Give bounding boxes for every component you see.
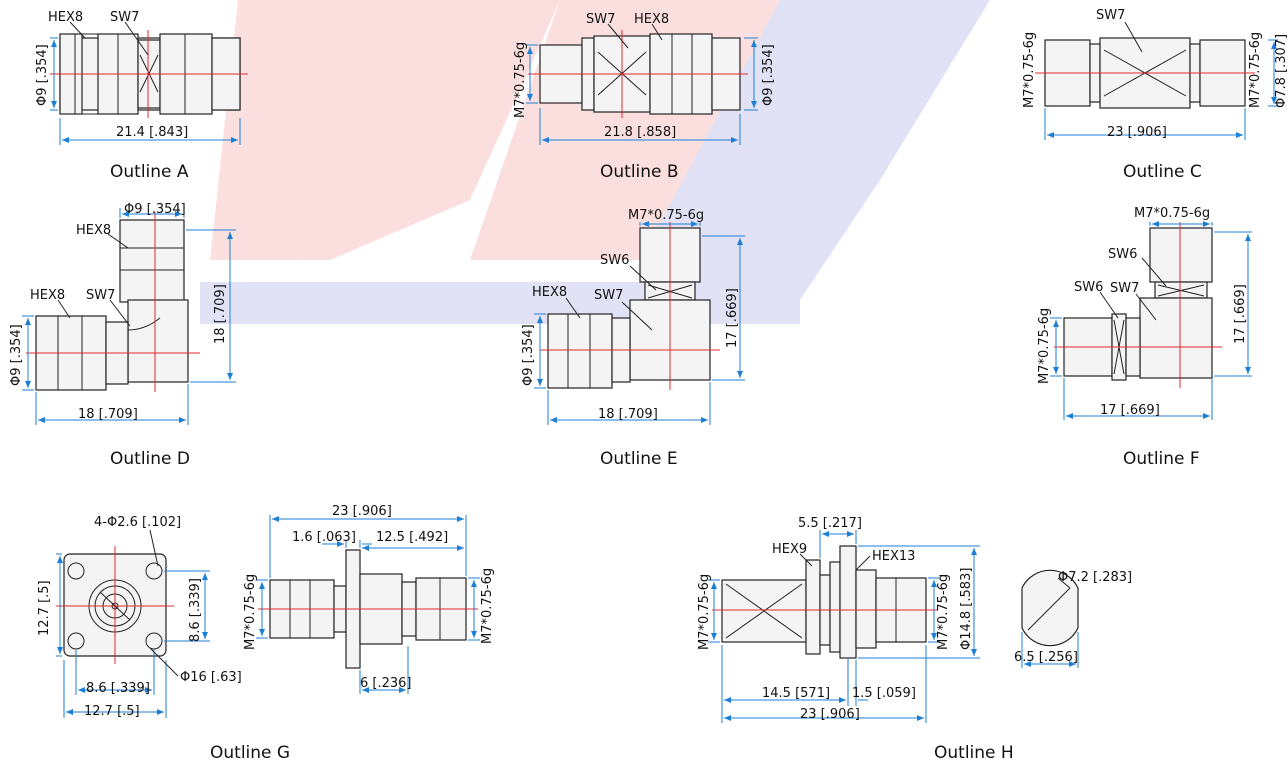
- outline-b-hex-label: HEX8: [634, 12, 669, 27]
- outline-h-flat-label: 6.5 [.256]: [1014, 650, 1078, 665]
- outline-h-dia-label: Φ14.8 [.583]: [959, 568, 974, 650]
- outline-h-end-view: [1021, 569, 1079, 668]
- outline-e-caption: Outline E: [600, 449, 678, 469]
- outline-h-panel-label: 5.5 [.217]: [798, 516, 862, 531]
- outline-c-caption: Outline C: [1123, 162, 1202, 182]
- outline-c-length-label: 23 [.906]: [1107, 125, 1167, 140]
- outline-g-rear-label: 12.5 [.492]: [376, 530, 448, 545]
- outline-b-dia-label: Φ9 [.354]: [761, 44, 776, 106]
- outline-c-thread-right-label: M7*0.75-6g: [1248, 32, 1263, 108]
- outline-g-flange-h-label: 12.7 [.5]: [37, 580, 52, 636]
- outline-e-sw-top-label: SW6: [600, 253, 629, 268]
- outline-d-caption: Outline D: [110, 449, 190, 469]
- outline-c-drawing: [1035, 21, 1278, 140]
- outline-e-height-label: 17 [.669]: [725, 288, 740, 348]
- outline-f-sw-top-label: SW6: [1108, 247, 1137, 262]
- outline-e-width-label: 18 [.709]: [598, 407, 658, 422]
- outline-g-holes-label: 4-Φ2.6 [.102]: [94, 515, 181, 530]
- outline-c-dia-label: Φ7.8 [.307]: [1274, 34, 1288, 108]
- outline-g-thread-left-label: M7*0.75-6g: [243, 574, 258, 650]
- outline-h-hex13-label: HEX13: [872, 549, 915, 564]
- outline-h-thread-right-label: M7*0.75-6g: [936, 574, 951, 650]
- outline-g-dia-label: Φ16 [.63]: [180, 670, 242, 685]
- outline-f-height-label: 17 [.669]: [1233, 284, 1248, 344]
- outline-g-pitch-v-label: 8.6 [.339]: [188, 578, 203, 642]
- outline-a-sw-label: SW7: [110, 10, 139, 25]
- outline-b-length-label: 21.8 [.858]: [604, 125, 676, 140]
- outline-a-hex-label: HEX8: [48, 10, 83, 25]
- outline-h-hex9-label: HEX9: [772, 542, 807, 557]
- outline-c-thread-left-label: M7*0.75-6g: [1022, 32, 1037, 108]
- outline-a-dia-label: Φ9 [.354]: [35, 44, 50, 106]
- outline-g-front-label: 6 [.236]: [360, 676, 412, 691]
- outline-g-flange-t-label: 1.6 [.063]: [292, 530, 356, 545]
- outline-a-length-label: 21.4 [.843]: [116, 125, 188, 140]
- outline-h-caption: Outline H: [934, 743, 1014, 763]
- outline-b-caption: Outline B: [600, 162, 679, 182]
- outline-f-sw-label: SW7: [1110, 281, 1139, 296]
- outline-f-thread-top-label: M7*0.75-6g: [1134, 206, 1210, 221]
- outline-g-side-view: [256, 515, 480, 694]
- outline-e-drawing: [534, 221, 745, 425]
- outline-f-caption: Outline F: [1123, 449, 1200, 469]
- outline-h-d-flat-label: Φ7.2 [.283]: [1058, 570, 1132, 585]
- outline-g-caption: Outline G: [210, 743, 290, 763]
- outline-b-thread-label: M7*0.75-6g: [513, 42, 528, 118]
- outline-e-sw-label: SW7: [594, 288, 623, 303]
- outline-e-hex-label: HEX8: [532, 285, 567, 300]
- outline-h-length-b-label: 1.5 [.059]: [852, 686, 916, 701]
- outline-d-width-label: 18 [.709]: [78, 407, 138, 422]
- outline-f-width-label: 17 [.669]: [1100, 403, 1160, 418]
- outline-e-dia-label: Φ9 [.354]: [521, 324, 536, 386]
- outline-g-length-label: 23 [.906]: [332, 504, 392, 519]
- outline-g-flange-w-label: 12.7 [.5]: [84, 704, 140, 719]
- outline-c-sw-label: SW7: [1096, 8, 1125, 23]
- outline-d-hex-left-label: HEX8: [30, 288, 65, 303]
- outline-h-thread-left-label: M7*0.75-6g: [697, 574, 712, 650]
- outline-a-caption: Outline A: [110, 162, 189, 182]
- outline-b-drawing: [526, 23, 758, 145]
- outline-b-sw-label: SW7: [586, 12, 615, 27]
- outline-d-height-label: 18 [.709]: [213, 284, 228, 344]
- outline-d-dia-left-label: Φ9 [.354]: [9, 324, 24, 386]
- outline-g-front-view: [56, 529, 210, 718]
- outline-d-dia-top-label: Φ9 [.354]: [124, 202, 186, 217]
- outline-d-hex-top-label: HEX8: [76, 223, 111, 238]
- outline-f-drawing: [1050, 221, 1252, 420]
- outline-g-thread-right-label: M7*0.75-6g: [480, 568, 495, 644]
- outline-h-side-view: [708, 530, 980, 723]
- outline-h-length-label: 23 [.906]: [800, 707, 860, 722]
- outline-d-sw-label: SW7: [86, 288, 115, 303]
- outline-f-thread-left-label: M7*0.75-6g: [1037, 308, 1052, 384]
- outline-a-drawing: [50, 21, 248, 145]
- outline-e-thread-label: M7*0.75-6g: [628, 208, 704, 223]
- outline-f-sw-left-label: SW6: [1074, 280, 1103, 295]
- outline-h-length-a-label: 14.5 [571]: [762, 686, 830, 701]
- outline-g-pitch-h-label: 8.6 [.339]: [86, 681, 150, 696]
- outline-d-drawing: [22, 208, 236, 425]
